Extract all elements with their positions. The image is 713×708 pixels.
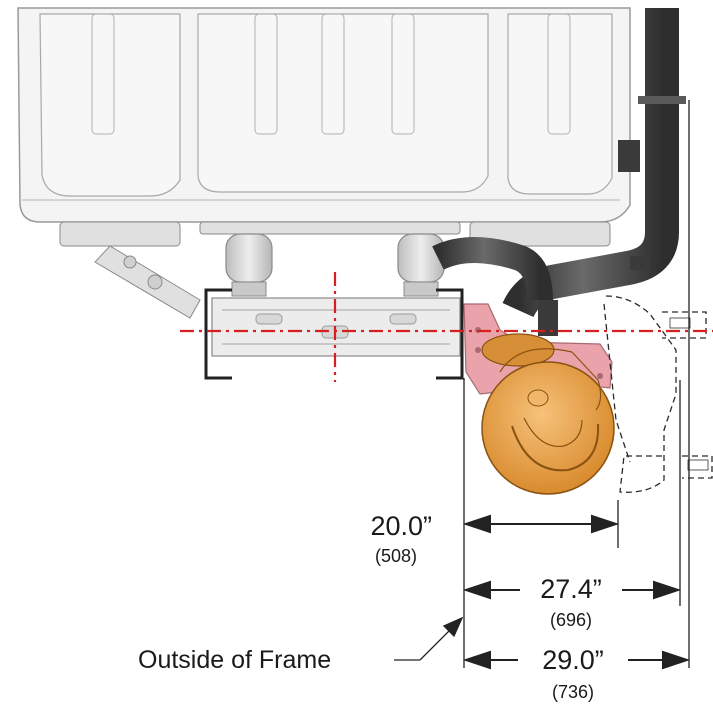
dimension-27-inch: 27.4” bbox=[540, 574, 602, 604]
dimension-27-mm: (696) bbox=[550, 610, 592, 630]
dimension-20-inch: 20.0” bbox=[370, 511, 432, 541]
outside-of-frame-label: Outside of Frame bbox=[138, 646, 331, 674]
frame-rail-left bbox=[204, 288, 232, 380]
dpf-canister bbox=[481, 333, 615, 495]
cab-mounts bbox=[59, 221, 611, 319]
step-label-marks bbox=[669, 317, 709, 471]
callout-leader bbox=[394, 616, 464, 661]
dimension-20-mm: (508) bbox=[375, 546, 417, 566]
dimension-29-inch: 29.0” bbox=[542, 645, 604, 675]
vehicle-centerlines bbox=[180, 272, 713, 382]
phantom-step-outline bbox=[603, 295, 713, 493]
dimension-arrows bbox=[462, 514, 691, 670]
dimension-29-mm: (736) bbox=[552, 682, 594, 702]
exhaust-piping bbox=[432, 8, 686, 336]
air-spring-right bbox=[397, 233, 445, 297]
frame-rail-right bbox=[436, 288, 464, 380]
air-spring-left bbox=[225, 233, 273, 297]
cab-body bbox=[17, 7, 631, 223]
